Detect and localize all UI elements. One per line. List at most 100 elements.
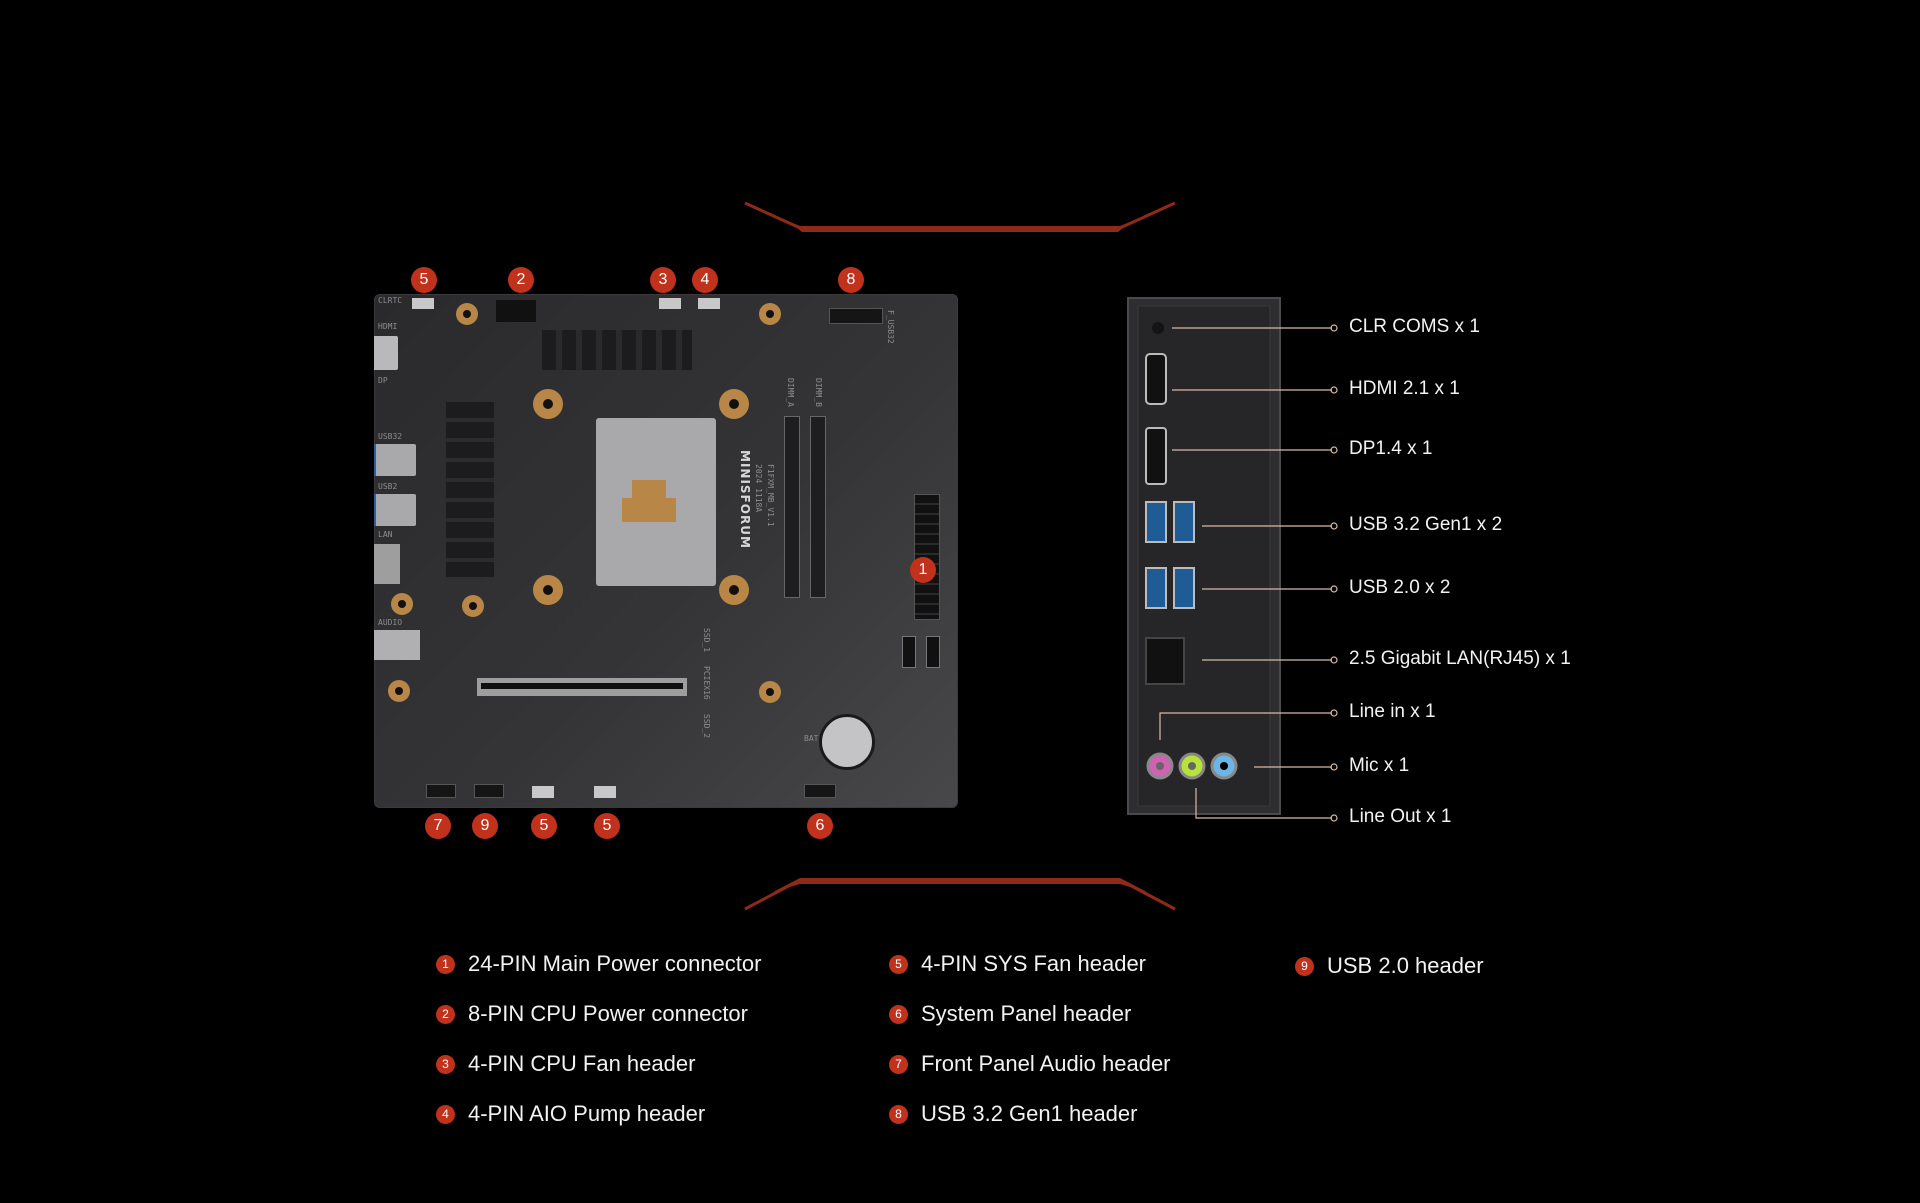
mount-hole <box>759 303 781 325</box>
legend-number-badge: 6 <box>889 1004 908 1024</box>
legend-item: 7 Front Panel Audio header <box>889 1051 1171 1077</box>
dp-port <box>1145 427 1167 485</box>
f-usb32-header <box>829 308 883 324</box>
legend-text: 4-PIN SYS Fan header <box>921 951 1147 976</box>
legend-text: USB 2.0 header <box>1327 953 1484 978</box>
callout-badge: 4 <box>692 267 718 293</box>
legend-item: 4 4-PIN AIO Pump header <box>436 1101 705 1127</box>
date-text: 2024 1118A <box>754 464 763 513</box>
panel-header <box>804 784 836 798</box>
silk-clrtc: CLRTC <box>378 296 403 305</box>
usb2-port-a <box>1145 567 1167 609</box>
io-label-hdmi: HDMI 2.1 x 1 <box>1349 378 1460 399</box>
silk-usb32: USB32 <box>378 432 403 441</box>
legend-number-badge: 2 <box>436 1004 455 1024</box>
legend-text: 24-PIN Main Power connector <box>468 951 762 976</box>
callout-badge: 2 <box>508 267 534 293</box>
legend-number-badge: 3 <box>436 1054 455 1074</box>
legend-number-badge: 8 <box>889 1104 908 1124</box>
legend-item: 6 System Panel header <box>889 1001 1131 1027</box>
legend-text: 4-PIN AIO Pump header <box>468 1101 706 1126</box>
cpu-die-lower <box>622 498 676 522</box>
legend-number-badge: 4 <box>436 1104 455 1124</box>
io-label-usb32: USB 3.2 Gen1 x 2 <box>1349 514 1503 535</box>
io-label-line-out: Line Out x 1 <box>1349 806 1452 827</box>
usb32-port <box>374 444 416 476</box>
callout-badge: 8 <box>838 267 864 293</box>
io-shield-image <box>1127 297 1281 815</box>
io-label-clr-cmos: CLR COMS x 1 <box>1349 316 1480 337</box>
silk-f-usb32: F_USB32 <box>886 310 895 344</box>
sata-1-port <box>926 636 940 668</box>
hdmi-port <box>374 336 398 370</box>
model-text: F1FXM_MB_V1.1 <box>766 464 775 527</box>
lan-port <box>374 544 400 584</box>
sys-fan3-header <box>594 786 616 798</box>
usb32-port-b <box>1173 501 1195 543</box>
callout-badge: 6 <box>807 813 833 839</box>
legend-text: Front Panel Audio header <box>921 1051 1171 1076</box>
legend-item: 8 USB 3.2 Gen1 header <box>889 1101 1137 1127</box>
legend-number-badge: 1 <box>436 954 455 974</box>
silk-dp: DP <box>378 376 388 385</box>
sys-fan2-header <box>532 786 554 798</box>
clr-cmos-button <box>1152 322 1164 334</box>
usb2-port-b <box>1173 567 1195 609</box>
bottom-frame-line <box>245 878 1675 911</box>
mount-hole <box>759 681 781 703</box>
mount-hole <box>388 680 410 702</box>
callout-badge: 3 <box>650 267 676 293</box>
legend-text: USB 3.2 Gen1 header <box>921 1101 1138 1126</box>
legend-number-badge: 7 <box>889 1054 908 1074</box>
legend-item: 5 4-PIN SYS Fan header <box>889 951 1146 977</box>
callout-badge: 5 <box>411 267 437 293</box>
silk-dimm-a: DIMM_A <box>786 378 795 407</box>
brand-logo: MINISFORUM <box>738 450 752 549</box>
silk-bat: BAT <box>804 734 819 743</box>
mount-hole <box>533 575 563 605</box>
silk-lan: LAN <box>378 530 393 539</box>
motherboard-image: CLRTC HDMI DP USB32 USB2 LAN AUDIO F_USB… <box>374 294 958 808</box>
silk-audio: AUDIO <box>378 618 403 627</box>
silk-hdmi: HDMI <box>378 322 398 331</box>
audio-port <box>374 630 420 660</box>
silk-ssd-2: SSD_2 <box>702 714 711 739</box>
lan-port <box>1145 637 1185 685</box>
legend-number-badge: 5 <box>889 954 908 974</box>
mount-hole <box>391 593 413 615</box>
io-label-line-in: Line in x 1 <box>1349 701 1436 722</box>
cpu-fan-header <box>659 298 681 309</box>
io-label-usb2: USB 2.0 x 2 <box>1349 577 1451 598</box>
legend-number-badge: 9 <box>1295 956 1314 976</box>
legend-text: 4-PIN CPU Fan header <box>468 1051 696 1076</box>
callout-badge: 1 <box>910 557 936 583</box>
mount-hole <box>462 595 484 617</box>
mount-hole <box>533 389 563 419</box>
silk-usb2: USB2 <box>378 482 398 491</box>
callout-badge: 5 <box>594 813 620 839</box>
callout-badge: 5 <box>531 813 557 839</box>
vrm-heatsink-top <box>542 330 692 370</box>
pcie-x16-slot-inner <box>481 683 683 689</box>
io-label-mic: Mic x 1 <box>1349 755 1410 776</box>
silk-pciex16: PCIEX16 <box>702 666 711 700</box>
vrm-heatsink-left <box>446 402 494 577</box>
cpu-die <box>632 480 666 498</box>
aio-pump-header <box>698 298 720 309</box>
sys-fan1-header <box>412 298 434 309</box>
silk-ssd-1: SSD_1 <box>702 628 711 653</box>
io-label-lan: 2.5 Gigabit LAN(RJ45) x 1 <box>1349 648 1571 669</box>
callout-badge: 9 <box>472 813 498 839</box>
mount-hole <box>719 389 749 419</box>
legend-item: 1 24-PIN Main Power connector <box>436 951 761 977</box>
top-frame-line <box>245 201 1675 232</box>
legend-text: System Panel header <box>921 1001 1132 1026</box>
legend-item: 3 4-PIN CPU Fan header <box>436 1051 695 1077</box>
callout-badge: 7 <box>425 813 451 839</box>
usb32-port-a <box>1145 501 1167 543</box>
io-label-dp: DP1.4 x 1 <box>1349 438 1433 459</box>
usb2-port <box>374 494 416 526</box>
atx-12v-connector <box>496 300 536 322</box>
